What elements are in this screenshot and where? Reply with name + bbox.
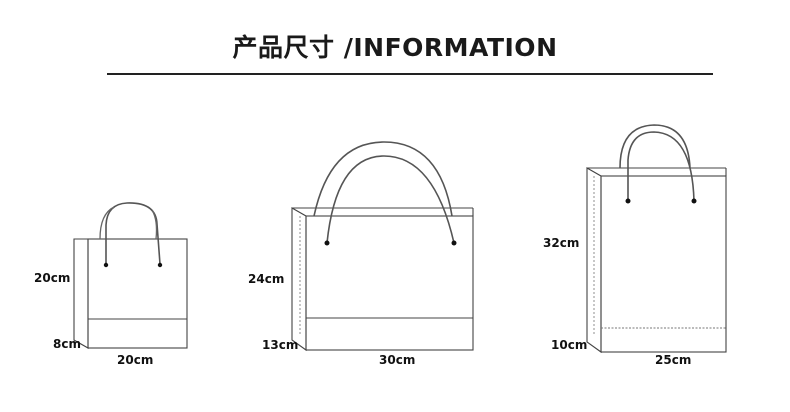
medium-bag-height-label: 24cm	[248, 272, 285, 286]
title-english: /INFORMATION	[343, 33, 558, 62]
tall-bag-width-label: 25cm	[655, 353, 692, 367]
medium-bag-width-label: 30cm	[379, 353, 416, 367]
tall-bag-depth-label: 10cm	[551, 338, 588, 352]
title-divider	[107, 73, 713, 75]
tall-bag-height-label: 32cm	[543, 236, 580, 250]
title-chinese: 产品尺寸	[232, 33, 335, 62]
tall-bag-illustration	[586, 124, 727, 354]
small-bag-height-label: 20cm	[34, 271, 71, 285]
medium-bag-depth-label: 13cm	[262, 338, 299, 352]
small-bag-width-label: 20cm	[117, 353, 154, 367]
small-bag-depth-label: 8cm	[53, 337, 81, 351]
medium-bag-illustration	[291, 141, 474, 352]
small-bag-illustration	[73, 202, 188, 349]
page-title: 产品尺寸 /INFORMATION	[0, 28, 790, 64]
